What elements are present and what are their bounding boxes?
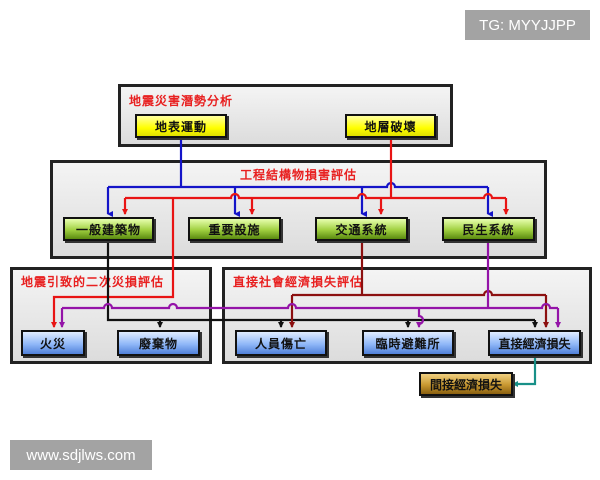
node-direct-economic-loss[interactable]: 直接經濟損失 xyxy=(488,330,581,356)
node-ground-failure[interactable]: 地層破壞 xyxy=(345,114,436,138)
ground-motion-connectors xyxy=(106,137,493,217)
line-transport-bus xyxy=(292,289,546,297)
node-casualties[interactable]: 人員傷亡 xyxy=(235,330,327,356)
lifelines-connectors xyxy=(59,240,561,328)
watermark-top-right: TG: MYYJJPP xyxy=(465,10,590,40)
arrow-to-indirect-loss xyxy=(512,356,537,387)
node-fire[interactable]: 火災 xyxy=(21,330,85,356)
node-general-buildings[interactable]: 一般建築物 xyxy=(63,217,154,241)
node-debris[interactable]: 廢棄物 xyxy=(117,330,200,356)
arrow-to-shelters xyxy=(416,308,425,328)
line-ground-failure-bus xyxy=(125,192,506,200)
line-lifelines-bus xyxy=(62,302,558,310)
group-structure-damage: 工程結構物損害評估 xyxy=(50,160,547,259)
group-title: 地震災害潛勢分析 xyxy=(129,94,234,108)
watermark-bottom-left: www.sdjlws.com xyxy=(10,440,152,470)
node-indirect-economic-loss[interactable]: 間接經濟損失 xyxy=(419,372,513,396)
arrow-to-fire xyxy=(51,198,175,328)
buildings-connectors xyxy=(106,240,538,328)
node-key-facilities[interactable]: 重要設施 xyxy=(188,217,281,241)
node-temporary-shelters[interactable]: 臨時避難所 xyxy=(362,330,454,356)
node-ground-motion[interactable]: 地表運動 xyxy=(135,114,227,138)
group-title: 工程結構物損害評估 xyxy=(239,168,357,182)
group-title: 地震引致的二次災損評估 xyxy=(21,275,165,289)
group-title: 直接社會經濟損失評估 xyxy=(233,275,364,289)
ground-failure-connectors xyxy=(51,137,509,328)
node-transport-systems[interactable]: 交通系統 xyxy=(315,217,408,241)
line-ground-motion-bus xyxy=(108,181,488,189)
node-lifeline-systems[interactable]: 民生系統 xyxy=(442,217,535,241)
line-buildings-bus xyxy=(106,240,535,322)
